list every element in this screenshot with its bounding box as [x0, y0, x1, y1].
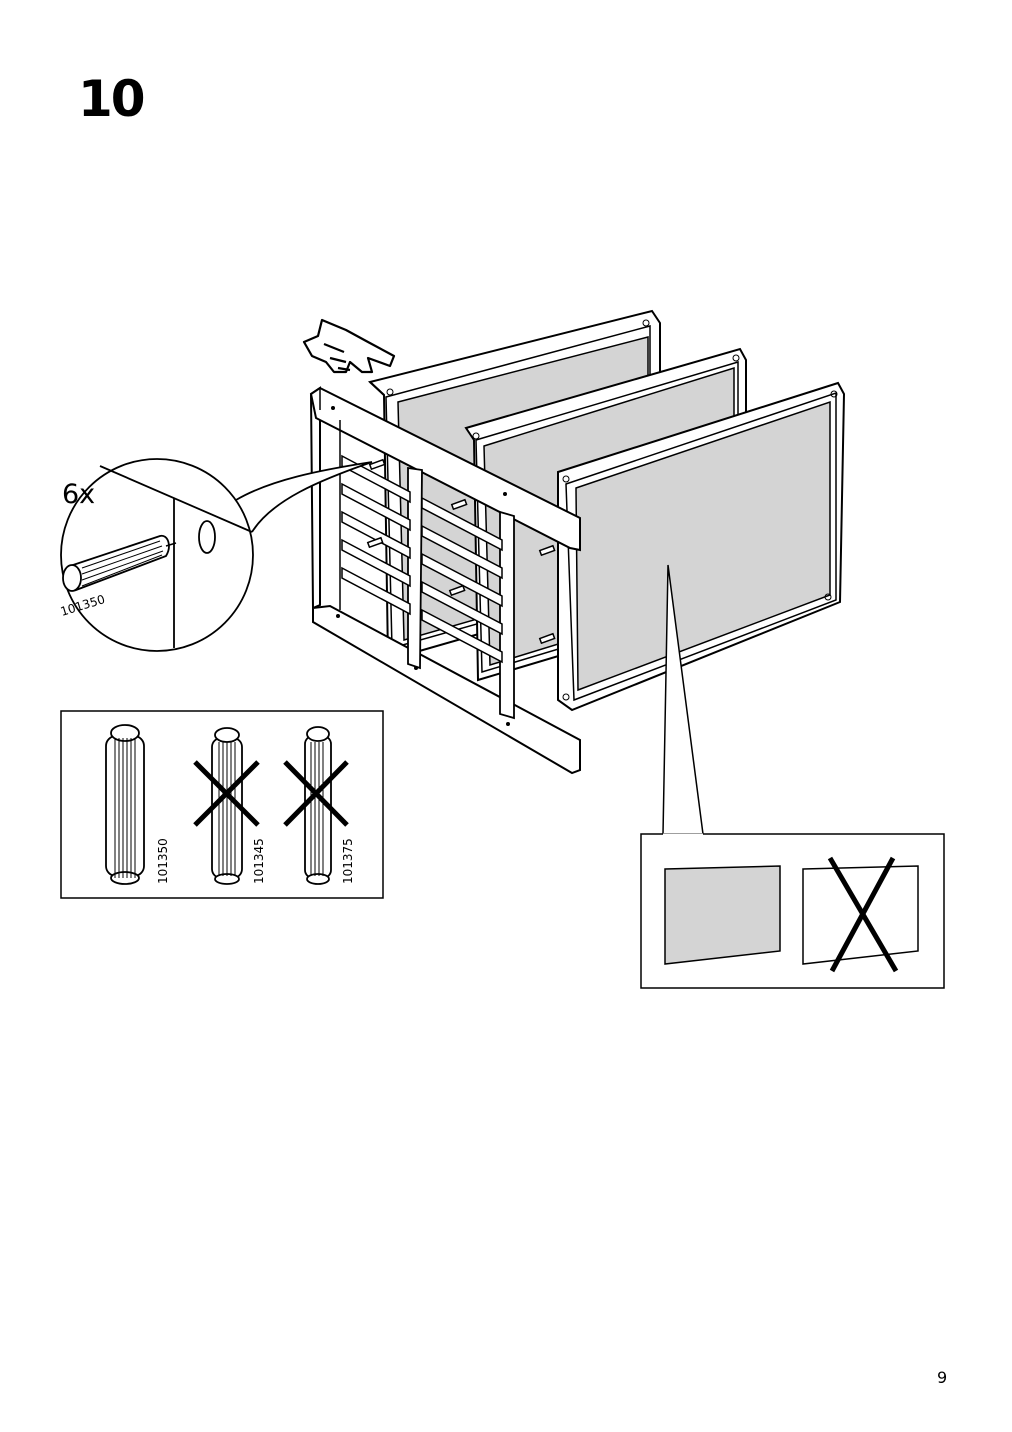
dowel-check-box	[60, 710, 384, 899]
dowel-101350	[105, 724, 145, 885]
dowel-markers	[366, 458, 556, 645]
quantity-label: 6x	[62, 479, 95, 510]
zoom-detail	[60, 458, 373, 652]
dowel-101375	[283, 726, 349, 885]
front-panel	[557, 381, 846, 712]
panel-correct-side	[664, 865, 781, 965]
page-number: 9	[937, 1368, 948, 1387]
pointing-hand-icon	[302, 318, 396, 374]
dowel-code-101345: 101345	[252, 838, 266, 884]
dowel-101345	[193, 727, 260, 885]
dowel-code-101375: 101375	[341, 838, 355, 884]
dowel-101350-detail	[62, 534, 177, 592]
rail-frame	[309, 386, 581, 775]
step-number: 10	[78, 70, 146, 128]
panel-side-check	[640, 564, 945, 989]
dowel-code-101350: 101350	[156, 838, 170, 884]
